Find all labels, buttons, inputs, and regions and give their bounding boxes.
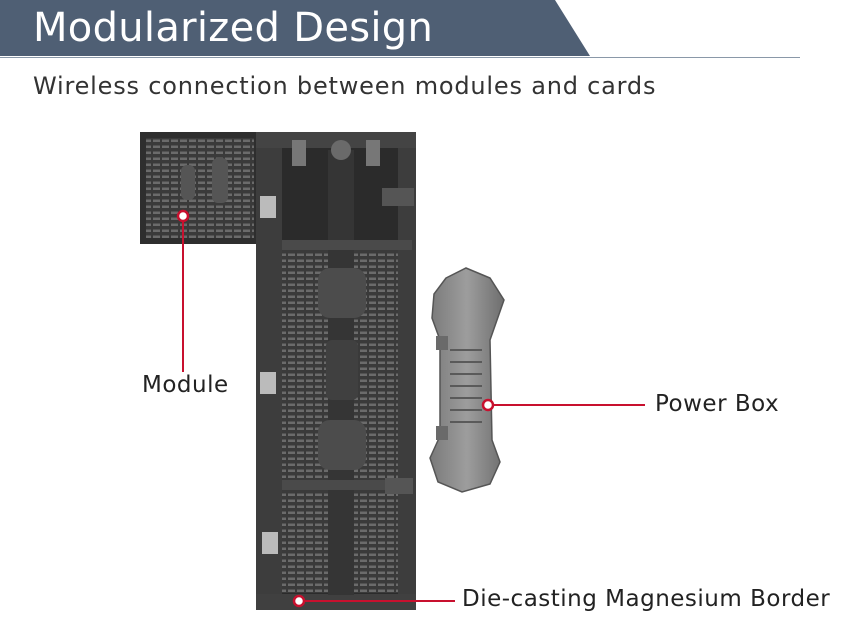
label-module: Module bbox=[142, 372, 229, 398]
module-panel bbox=[140, 132, 260, 244]
title-banner bbox=[0, 0, 590, 56]
cabinet-frame bbox=[256, 132, 416, 610]
label-die-casting-border: Die-casting Magnesium Border bbox=[462, 586, 831, 612]
callout-power-box bbox=[481, 398, 645, 412]
label-power-box: Power Box bbox=[655, 391, 780, 417]
page-title: Modularized Design bbox=[33, 5, 434, 51]
power-box bbox=[429, 267, 505, 493]
callout-module bbox=[176, 209, 190, 372]
page-subtitle: Wireless connection between modules and … bbox=[33, 72, 657, 100]
callout-border bbox=[292, 594, 455, 608]
header-divider bbox=[0, 57, 800, 58]
